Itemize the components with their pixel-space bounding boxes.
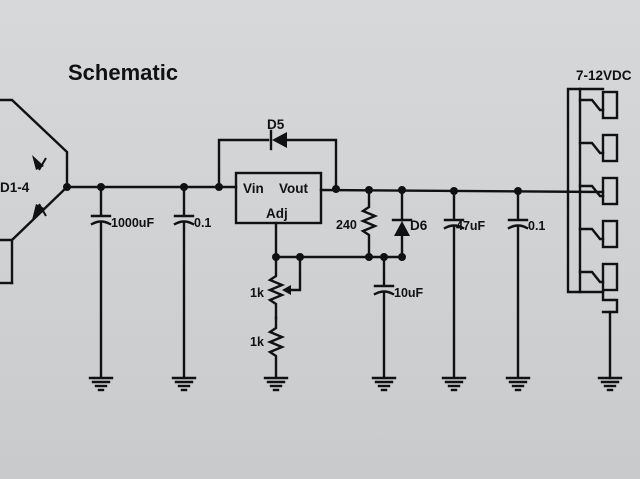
ground-icon (171, 376, 197, 392)
c5-label: 10uF (394, 286, 424, 300)
bridge-rectifier (0, 98, 71, 285)
capacitor-c3 (443, 189, 465, 378)
schematic-title: Schematic (68, 60, 178, 85)
diode-d5 (217, 129, 338, 189)
capacitor-c1 (90, 185, 112, 378)
r3-label: 1k (250, 335, 264, 349)
diode-d6 (391, 188, 413, 259)
potentiometer-r2 (266, 255, 302, 320)
capacitor-c2 (173, 185, 195, 378)
vout-pin-label: Vout (279, 181, 308, 196)
ground-icon (505, 376, 531, 392)
bridge-label: D1-4 (0, 180, 30, 195)
r2-label: 1k (250, 286, 264, 300)
vin-pin-label: Vin (243, 181, 264, 196)
resistor-r1 (359, 188, 379, 259)
ground-icon (88, 376, 114, 392)
c4-label: 0.1 (528, 219, 545, 233)
c1-label: 1000uF (111, 216, 154, 230)
c3-label: 47uF (456, 219, 486, 233)
ground-icon (441, 376, 467, 392)
r1-label: 240 (336, 218, 357, 232)
capacitor-c5 (373, 255, 395, 378)
capacitor-c4 (507, 189, 529, 378)
d5-label: D5 (267, 117, 285, 132)
ground-icon (371, 376, 397, 392)
c2-label: 0.1 (194, 216, 211, 230)
d6-label: D6 (410, 218, 428, 233)
adj-pin-label: Adj (266, 206, 288, 221)
ground-icon (263, 376, 289, 392)
regulator-ic (234, 171, 323, 225)
output-connector (566, 87, 619, 380)
connector-label: 7-12VDC (576, 68, 632, 83)
ground-symbols (88, 376, 623, 392)
resistor-r3 (266, 316, 286, 378)
output-rail (319, 188, 605, 194)
ground-icon (597, 376, 623, 392)
